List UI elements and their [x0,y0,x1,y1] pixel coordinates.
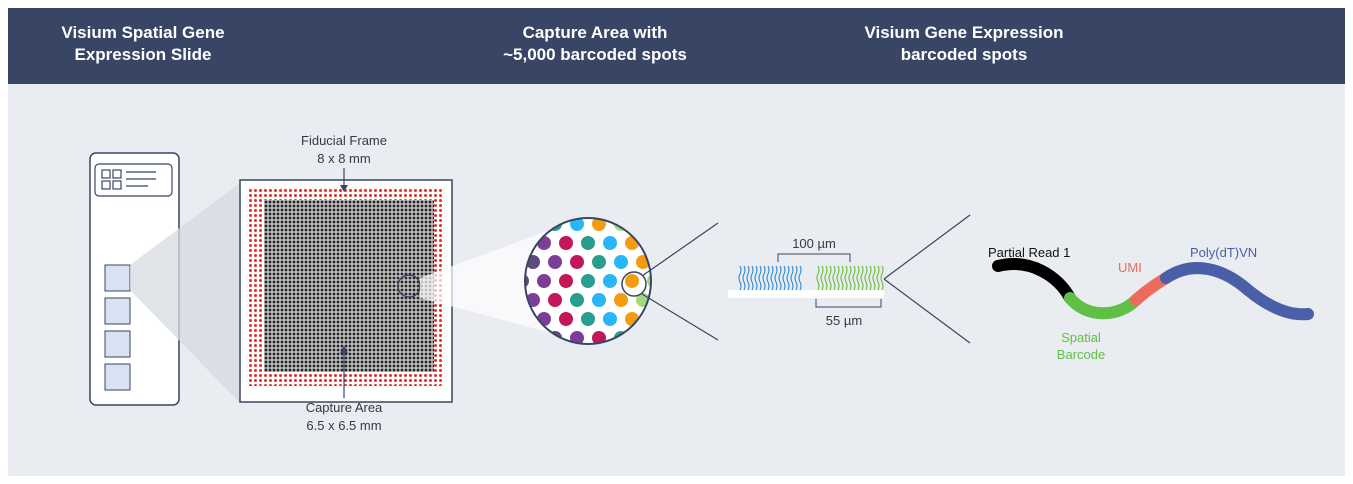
slide-label-area [94,163,173,197]
oligo-spatial-barcode [1064,292,1142,320]
spot-diameter-label: 55 µm [826,313,862,328]
zoom-line-lower [641,293,719,341]
barcoded-spot [581,274,595,288]
substrate [728,290,884,298]
barcoded-spot [603,274,617,288]
oligo-strand [824,265,828,291]
oligo-strand [856,265,860,291]
header-spots-title: Visium Gene Expression barcoded spots [864,23,1064,64]
oligo-strand [798,265,802,291]
barcoded-spot [559,312,573,326]
oligo-strand [770,265,774,291]
barcoded-spot [548,255,562,269]
barcoded-spot [603,312,617,326]
oligo-strand [852,265,856,291]
spot-diameter-bracket [815,299,882,308]
barcoded-spot [625,236,639,250]
spacing-label: 100 µm [792,236,836,251]
barcoded-spot [548,293,562,307]
oligo-strand [786,265,790,291]
barcoded-spot [614,255,628,269]
oligo-strand [738,265,742,291]
slide-lines-icon [126,171,156,187]
barcode-label: Barcode [1057,347,1105,362]
oligo-strand [762,265,766,291]
oligo-strand [774,265,778,291]
barcoded-spot [625,274,639,288]
fiducial-frame-title: Fiducial Frame [301,133,387,148]
oligo-strand [750,265,754,291]
oligo-strand [828,265,832,291]
barcoded-spot [559,236,573,250]
oligo-strand [778,265,782,291]
polydt-label: Poly(dT)VN [1190,245,1257,260]
fiducial-frame-size: 8 x 8 mm [317,151,370,166]
barcoded-spot [614,293,628,307]
oligo-strand [880,265,884,291]
barcoded-spot [603,236,617,250]
oligo-strand [754,265,758,291]
oligo-strand [840,265,844,291]
zoom-line-oligo-lower [883,278,971,344]
slide-capture-area-3 [104,330,131,358]
zoom-line-oligo-upper [883,214,971,280]
figure-panel: Visium Spatial Gene Expression Slide Cap… [8,8,1345,476]
oligo-strand [782,265,786,291]
oligo-strand [766,265,770,291]
slide-capture-area-2 [104,297,131,325]
oligo-strand [876,265,880,291]
oligo-strand [864,265,868,291]
header-bar: Visium Spatial Gene Expression Slide Cap… [8,8,1345,84]
slide-capture-area-4 [104,363,131,391]
oligo-strand [836,265,840,291]
oligo-strand [820,265,824,291]
oligo-polydt [1160,262,1314,321]
barcoded-spot [537,274,551,288]
spacing-bracket [777,253,851,262]
spatial-label: Spatial [1061,330,1101,345]
barcoded-spot [570,255,584,269]
oligo-partial-read [992,258,1076,304]
capture-arrow-head [340,346,348,353]
barcoded-spot [559,274,573,288]
barcoded-spot [581,236,595,250]
oligo-strand [746,265,750,291]
oligo-strand [794,265,798,291]
oligo-strand [872,265,876,291]
capture-area-frame [239,179,453,403]
oligo-strand [832,265,836,291]
barcoded-strands [728,265,884,298]
fiducial-arrow-head [340,185,348,192]
oligo-strand [868,265,872,291]
zoom-wedge-2 [420,227,558,332]
barcoded-spot [592,255,606,269]
header-slide-title: Visium Spatial Gene Expression Slide [61,23,225,64]
header-capture-title: Capture Area with ~5,000 barcoded spots [503,23,687,64]
slide-grid-icon [101,169,122,190]
oligo-strand [758,265,762,291]
barcoded-spot [581,312,595,326]
partial-read-label: Partial Read 1 [988,245,1070,260]
oligo-strand [816,265,820,291]
zoom-line-upper [641,222,719,277]
barcoded-spot [570,293,584,307]
capture-area-title: Capture Area [306,400,383,415]
oligo-strand [790,265,794,291]
capture-area-size: 6.5 x 6.5 mm [306,418,381,433]
oligo-strand [844,265,848,291]
capture-oligo [992,258,1314,321]
barcoded-spot [592,293,606,307]
oligo-strand [848,265,852,291]
barcoded-spot [625,312,639,326]
capture-area-spots [264,200,434,372]
spot-highlight-circle [621,271,647,297]
slide-capture-area-1 [104,264,131,292]
umi-label: UMI [1118,260,1142,275]
visium-diagram: Fiducial Frame 8 x 8 mm Capture Area 6.5… [89,133,1314,433]
oligo-strand [742,265,746,291]
oligo-strand [860,265,864,291]
barcoded-spot [647,274,651,288]
zoom-wedge-1 [130,183,240,403]
